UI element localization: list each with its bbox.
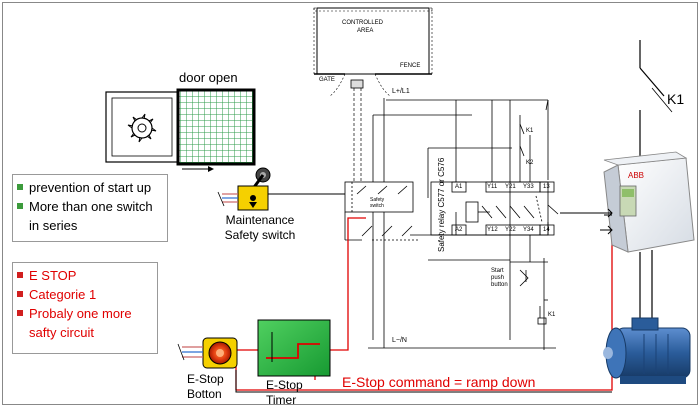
info-box-prevention: prevention of start up More than one swi… (12, 174, 168, 242)
terminal-14: 14 (543, 227, 550, 233)
coil-k1-label: K1 (548, 312, 556, 318)
bullet-square-icon (17, 184, 23, 190)
info-item: safty circuit (17, 323, 153, 342)
info-item: More than one switch (17, 197, 163, 216)
door-mesh (176, 88, 256, 166)
emergency-stop-icon (177, 337, 238, 369)
contactor-k1-label: K1 (667, 91, 685, 107)
contact-k1-label: K1 (526, 128, 534, 134)
safety-relay-label: Safety relay C577 or C576 (437, 157, 446, 252)
safety-relay (430, 181, 559, 236)
terminal-y33: Y33 (523, 184, 534, 190)
controlled-area (313, 7, 433, 190)
terminal-y11: Y11 (487, 184, 498, 190)
estop-button-label-line2: Botton (187, 387, 222, 401)
rotating-blade-icon (127, 113, 157, 143)
bullet-square-icon (17, 203, 23, 209)
maintenance-switch-label-line1: Maintenance (225, 213, 295, 227)
info-item: Categorie 1 (17, 285, 153, 304)
gate-label: GATE (319, 77, 335, 83)
start-button-label-line3: button (491, 282, 508, 288)
machine-guard (105, 88, 256, 172)
arrow-right-icon (182, 166, 214, 172)
bullet-spacer (17, 222, 23, 228)
safety-switch-label-line2: switch (370, 203, 384, 209)
timer-box (257, 319, 331, 377)
estop-return-wire (235, 370, 612, 393)
bullet-square-icon (17, 272, 23, 278)
controlled-area-subtitle: AREA (357, 28, 374, 34)
estop-timer-label-line2: Timer (266, 393, 297, 407)
contact-k2-label: K2 (526, 160, 534, 166)
start-button-label-line2: push (491, 275, 505, 281)
terminal-a1: A1 (455, 184, 463, 190)
contactor-k1 (639, 40, 673, 160)
safety-circuit (368, 98, 556, 350)
safety-switch-block (344, 181, 420, 241)
estop-timer-label-line1: E-Stop (266, 378, 303, 392)
terminal-y12: Y12 (487, 227, 498, 233)
estop-command-text: E-Stop command = ramp down (342, 374, 536, 390)
electric-motor-icon (603, 317, 691, 384)
terminal-13: 13 (543, 184, 550, 190)
start-button-label-line1: Start (491, 268, 504, 274)
info-item: Probaly one more (17, 304, 153, 323)
maintenance-switch-label-line2: Safety switch (224, 228, 296, 242)
terminal-y21: Y21 (505, 184, 516, 190)
svg-text:ABB: ABB (628, 171, 644, 180)
bullet-spacer (17, 329, 23, 335)
info-item: in series (17, 216, 163, 235)
controlled-area-title: CONTROLLED (342, 20, 384, 26)
frequency-drive-icon: ABB (560, 151, 695, 318)
terminal-y34: Y34 (523, 227, 534, 233)
terminal-y22: Y22 (505, 227, 516, 233)
limit-switch-icon (217, 167, 345, 211)
bullet-square-icon (17, 310, 23, 316)
fence-label: FENCE (400, 63, 421, 69)
info-box-estop: E STOP Categorie 1 Probaly one more saft… (12, 262, 158, 354)
door-open-label: door open (179, 70, 238, 85)
bullet-square-icon (17, 291, 23, 297)
info-item: prevention of start up (17, 178, 163, 197)
supply-bottom-label: L−/N (392, 337, 407, 344)
supply-top-label: L+/L1 (392, 88, 410, 95)
safety-switch-label-line1: Safety (370, 197, 385, 203)
estop-button-label-line1: E-Stop (187, 372, 224, 386)
info-item: E STOP (17, 266, 153, 285)
terminal-a2: A2 (455, 227, 463, 233)
